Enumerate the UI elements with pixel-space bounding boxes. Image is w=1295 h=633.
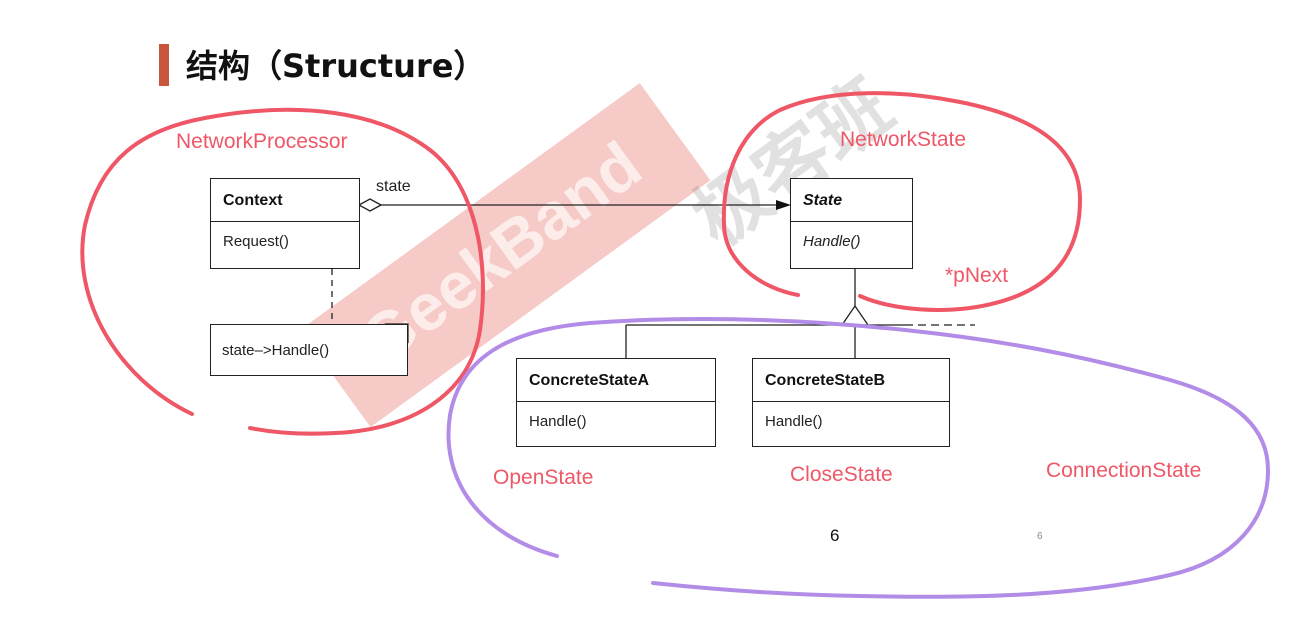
concrete-state-a-box: ConcreteStateA Handle() [516,358,716,447]
page-number: 6 [830,526,840,545]
association-label: state [376,178,411,195]
context-class-box: Context Request() [210,178,360,269]
page-number-small: 6 [1037,531,1043,542]
state-class-box: State Handle() [790,178,913,269]
state-operation: Handle() [803,233,861,250]
concrete-state-b-operation: Handle() [765,413,823,430]
red-loop-network-processor [80,107,485,436]
concrete-state-a-operation: Handle() [529,413,587,430]
annotation-open-state: OpenState [493,466,594,489]
annotation-network-processor: NetworkProcessor [176,130,348,153]
association-arrowhead [776,200,791,210]
annotation-pnext: *pNext [945,264,1009,287]
annotation-network-state: NetworkState [840,128,967,151]
state-class-name: State [791,179,912,222]
context-class-name: Context [211,179,359,222]
annotation-close-state: CloseState [790,463,893,486]
annotation-connection-state: ConnectionState [1046,459,1202,482]
concrete-state-b-box: ConcreteStateB Handle() [752,358,950,447]
page-title: 结构（Structure） [186,47,486,85]
context-operation: Request() [223,233,289,250]
concrete-state-b-name: ConcreteStateB [753,359,949,402]
title-accent-bar [159,44,169,86]
concrete-state-a-name: ConcreteStateA [517,359,715,402]
purple-loop-concrete-states [446,317,1271,599]
red-loop-network-state [721,91,1083,312]
note-box: state–>Handle() [210,324,408,376]
